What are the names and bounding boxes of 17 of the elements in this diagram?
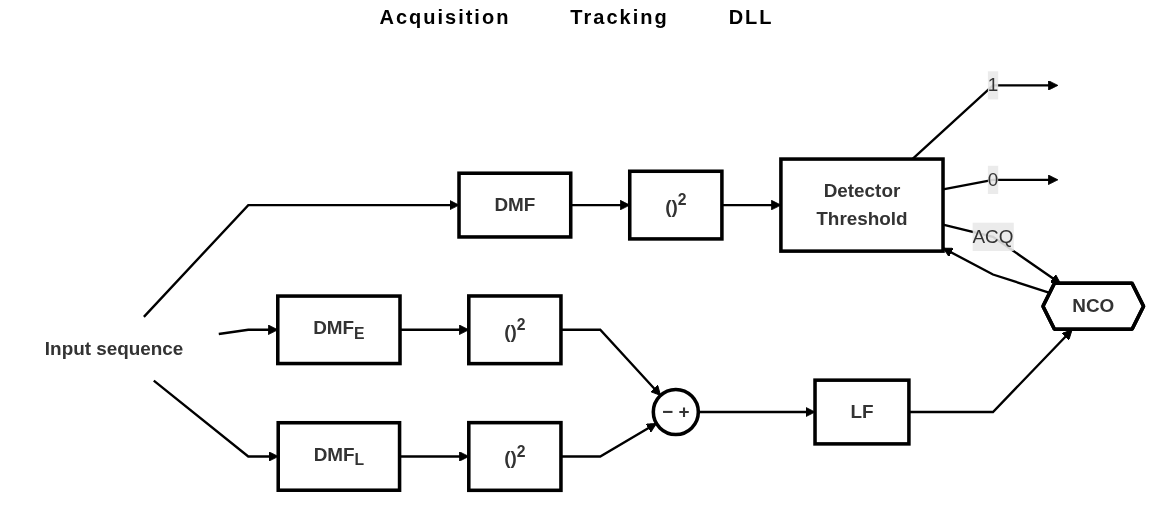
- node-box: LF: [813, 378, 911, 446]
- section-heading: Acquisition: [379, 6, 511, 29]
- node-box: DMF$_{L}$: [276, 420, 402, 492]
- node-box: ()$^{2}$: [467, 420, 563, 493]
- section-heading: Tracking: [570, 6, 669, 29]
- node-circle: − +: [651, 387, 701, 437]
- edge-label: 0: [987, 169, 999, 190]
- node-box: ()$^{2}$: [467, 294, 563, 366]
- edge-label: ACQ: [972, 226, 1014, 247]
- arrow: [911, 80, 1059, 160]
- node-text: Input sequence: [44, 338, 184, 359]
- node-box: DMF: [457, 171, 573, 239]
- node-box: DMF$_{E}$: [276, 294, 402, 366]
- node-box: ()$^{2}$: [628, 169, 724, 241]
- edge-label: 1: [987, 74, 999, 95]
- section-heading: DLL: [728, 6, 774, 29]
- node-box: Detector Threshold: [779, 157, 945, 253]
